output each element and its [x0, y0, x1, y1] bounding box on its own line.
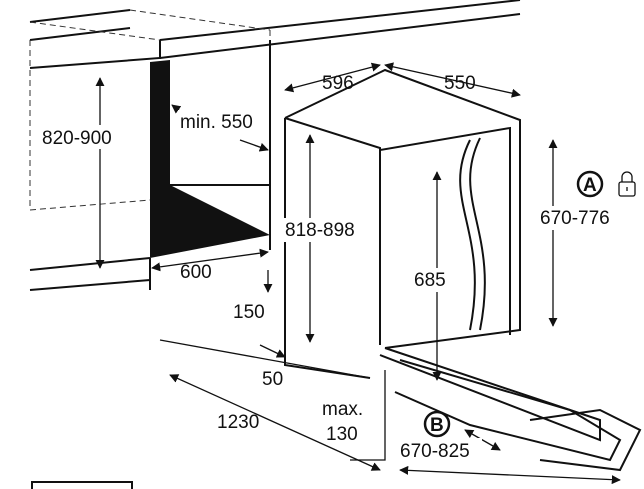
lock-icon [618, 171, 636, 197]
countertop [29, 0, 521, 220]
legend-box [31, 481, 133, 489]
svg-text:B: B [430, 415, 444, 436]
inner-height-label: 685 [414, 270, 446, 291]
door-height-label: 670-776 [540, 208, 610, 229]
max-label: max. [322, 399, 363, 420]
door-range-label: 670-825 [400, 441, 470, 462]
plinth-height-label: 150 [233, 302, 265, 323]
niche-height-label: 820-900 [42, 128, 112, 149]
appliance-height-label: 818-898 [285, 220, 355, 241]
niche [29, 40, 271, 291]
niche-width-label: 600 [180, 262, 212, 283]
svg-text:A: A [583, 175, 597, 196]
total-depth-label: 1230 [217, 412, 259, 433]
plinth-setback-label: 50 [262, 369, 283, 390]
marker-a: A [576, 170, 604, 198]
max-value-label: 130 [326, 424, 358, 445]
marker-b: B [423, 410, 451, 438]
appliance-width-label: 596 [322, 73, 354, 94]
appliance-depth-label: 550 [444, 73, 476, 94]
min-depth-label: min. 550 [180, 112, 253, 133]
